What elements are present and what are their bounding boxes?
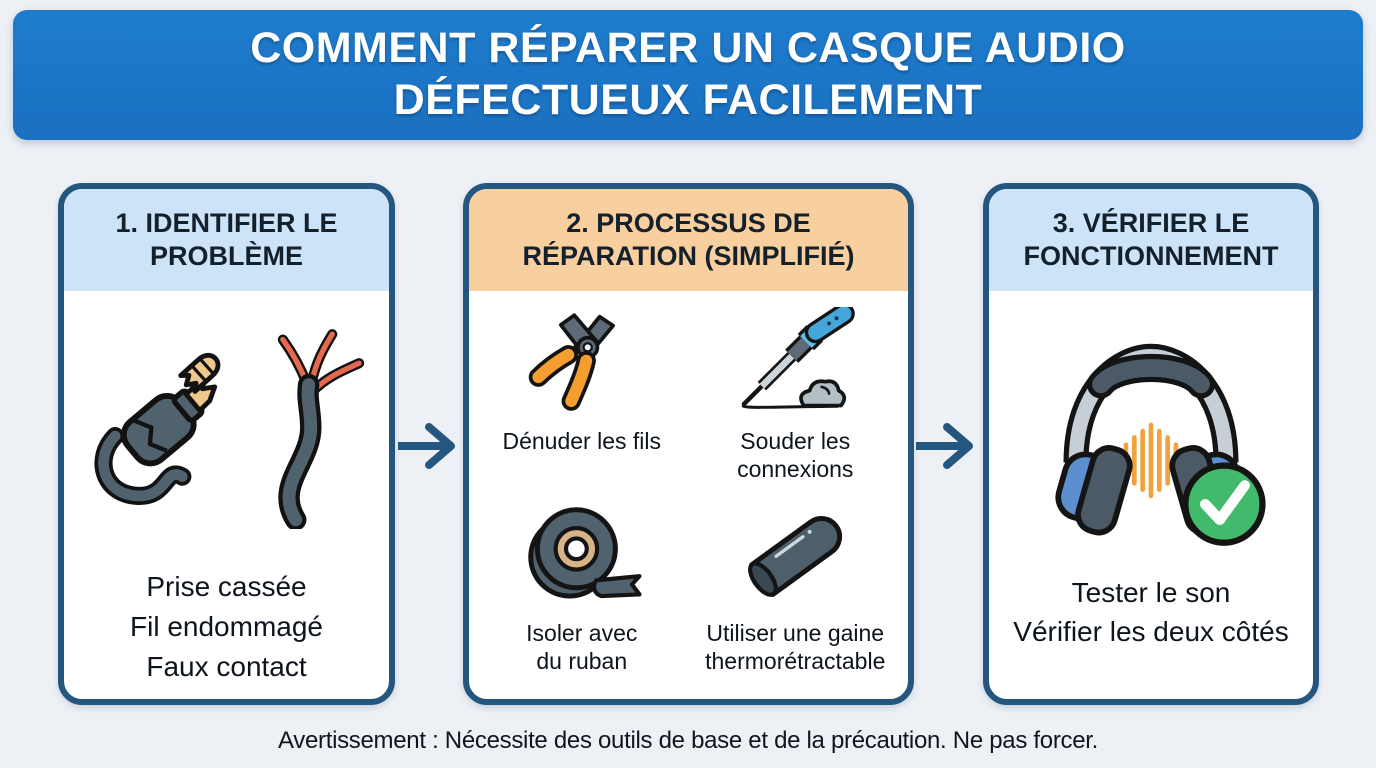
arrow-right-icon: [916, 423, 973, 469]
problem-line: Fil endommagé: [130, 610, 323, 642]
verify-line: Tester le son: [1071, 577, 1231, 608]
page-title-line2: DÉFECTUEUX FACILEMENT: [393, 76, 983, 124]
problem-line: Prise cassée: [146, 571, 307, 602]
panel2-steps: Dénuder les fils Souder les connexions: [469, 291, 908, 675]
panel3-header: 3. VÉRIFIER LE FONCTIONNEMENT: [989, 189, 1313, 291]
step-strip-wires: Dénuder les fils: [475, 307, 689, 483]
panel2-title: 2. PROCESSUS DE RÉPARATION (SIMPLIFIÉ): [522, 208, 855, 271]
left-ear-cup: [1055, 445, 1133, 536]
panel2-header: 2. PROCESSUS DE RÉPARATION (SIMPLIFIÉ): [469, 189, 908, 291]
title-banner: COMMENT RÉPARER UN CASQUE AUDIO DÉFECTUE…: [13, 10, 1363, 140]
problem-line: Faux contact: [146, 650, 307, 682]
panel-identify-problem: 1. IDENTIFIER LE PROBLÈME: [58, 183, 395, 705]
step-solder-connections: Souder les connexions: [689, 307, 903, 483]
arrow-right-icon: [398, 423, 455, 469]
check-circle-icon: [1182, 462, 1266, 546]
panel-repair-process: 2. PROCESSUS DE RÉPARATION (SIMPLIFIÉ) D…: [463, 183, 914, 705]
wire-stripper-icon: [528, 313, 615, 411]
warning-text: Avertissement : Nécessite des outils de …: [277, 727, 1098, 754]
frayed-wire-icon: [277, 329, 364, 529]
panel3-icon-wrap: [989, 323, 1313, 551]
panel1-title: 1. IDENTIFIER LE PROBLÈME: [115, 208, 338, 271]
step-label: Isoler avec du ruban: [526, 620, 638, 675]
panel1-header: 1. IDENTIFIER LE PROBLÈME: [64, 189, 389, 291]
panel-verify-function: 3. VÉRIFIER LE FONCTIONNEMENT: [983, 183, 1319, 705]
step-heat-shrink: Utiliser une gaine thermorétractable: [689, 499, 903, 675]
tape-roll-icon: [528, 507, 642, 599]
step-label: Utiliser une gaine thermorétractable: [705, 620, 886, 675]
soldering-iron-icon: [741, 307, 855, 409]
panel1-body-text: Prise cassée Fil endommagé Faux contact: [64, 567, 389, 686]
panel1-icons: [64, 317, 389, 529]
step-insulate-tape: Isoler avec du ruban: [475, 499, 689, 675]
panel3-body-text: Tester le son Vérifier les deux côtés: [989, 573, 1313, 651]
step-label: Souder les connexions: [737, 428, 854, 483]
headphones-check-icon: [1055, 343, 1266, 546]
verify-line: Vérifier les deux côtés: [1013, 616, 1289, 648]
page-title-line1: COMMENT RÉPARER UN CASQUE AUDIO: [250, 24, 1126, 73]
page-title: COMMENT RÉPARER UN CASQUE AUDIO DÉFECTUE…: [250, 23, 1126, 126]
step-label: Dénuder les fils: [502, 428, 662, 454]
panel3-title: 3. VÉRIFIER LE FONCTIONNEMENT: [1023, 208, 1279, 271]
heat-shrink-icon: [747, 516, 842, 597]
broken-jack-icon: [93, 352, 220, 505]
